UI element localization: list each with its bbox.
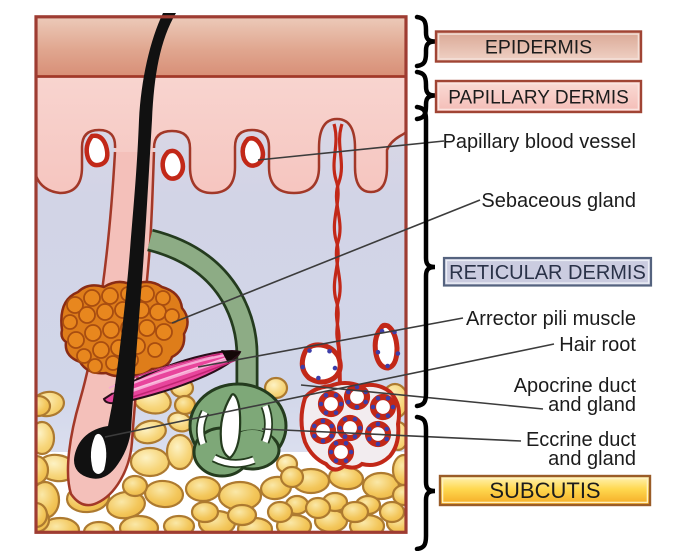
svg-text:PAPILLARY DERMIS: PAPILLARY DERMIS <box>448 88 629 109</box>
svg-text:and gland: and gland <box>548 448 636 470</box>
svg-text:Papillary blood vessel: Papillary blood vessel <box>443 131 636 153</box>
svg-text:RETICULAR DERMIS: RETICULAR DERMIS <box>449 262 646 284</box>
svg-text:Arrector pili muscle: Arrector pili muscle <box>466 308 636 330</box>
svg-text:Eccrine duct: Eccrine duct <box>526 429 636 451</box>
svg-text:SUBCUTIS: SUBCUTIS <box>489 478 600 503</box>
svg-text:and gland: and gland <box>548 394 636 416</box>
svg-text:Apocrine duct: Apocrine duct <box>514 375 637 397</box>
svg-text:Sebaceous gland: Sebaceous gland <box>481 190 636 212</box>
svg-text:Hair root: Hair root <box>559 334 636 356</box>
svg-text:EPIDERMIS: EPIDERMIS <box>485 37 592 59</box>
